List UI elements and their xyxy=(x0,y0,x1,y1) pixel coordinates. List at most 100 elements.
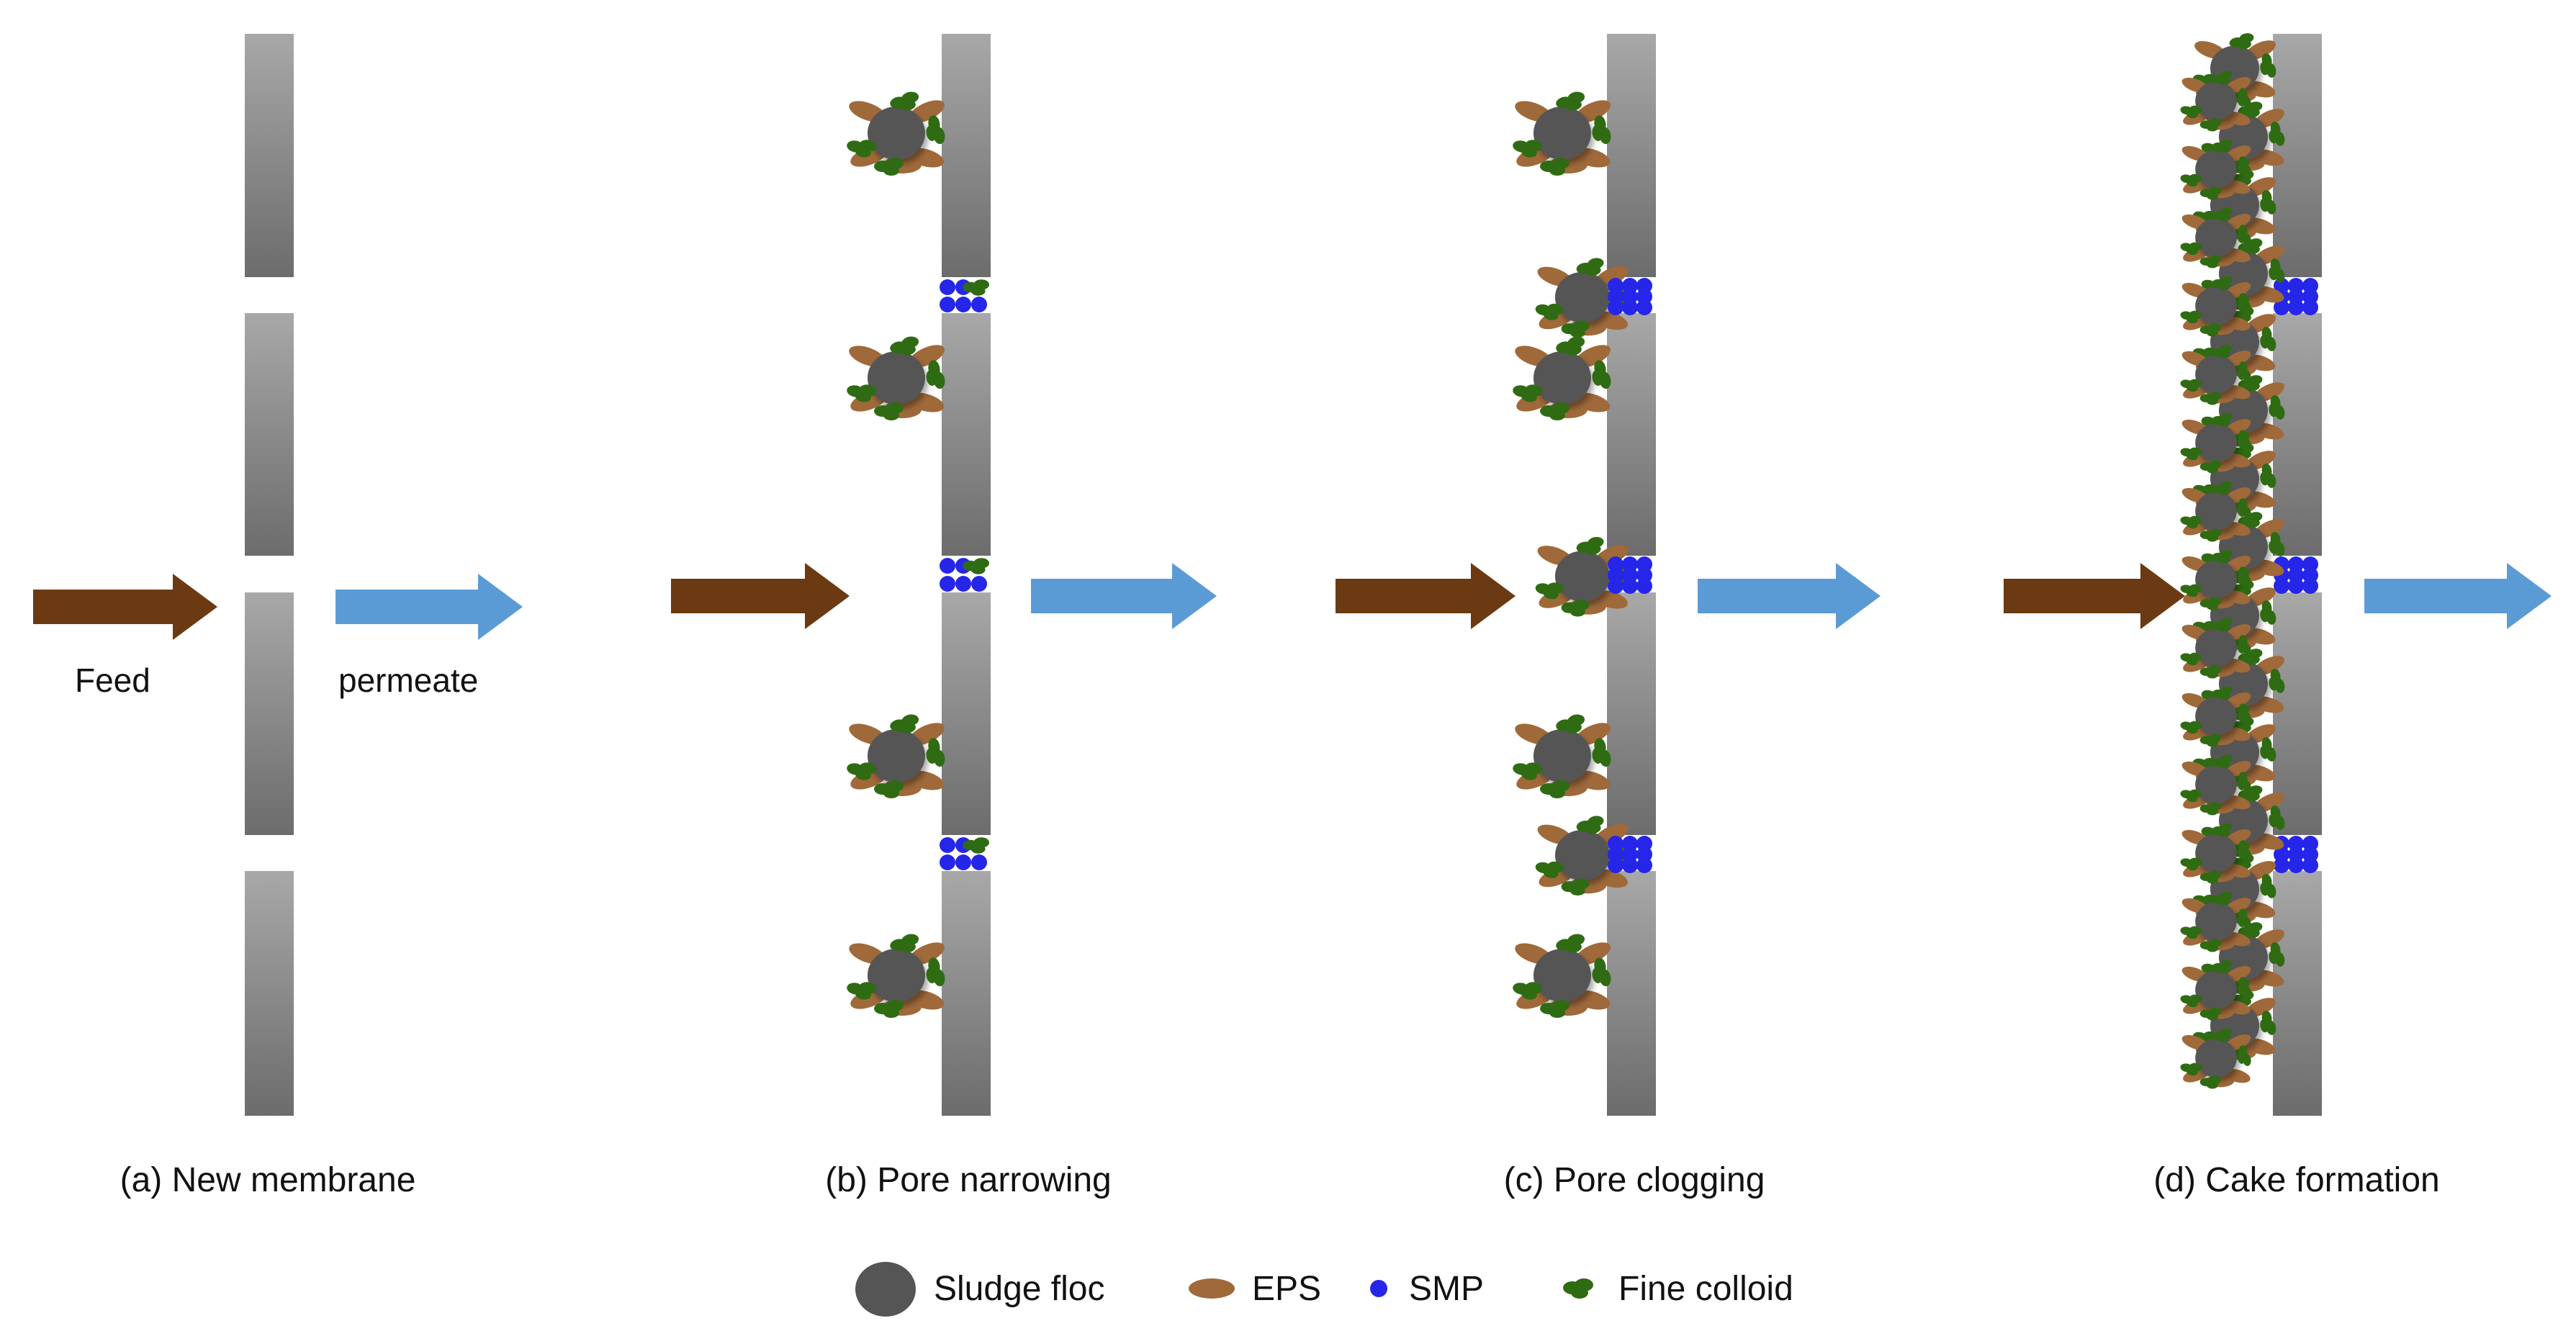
fine-colloid-lobe xyxy=(2207,808,2218,815)
membrane-segment-a xyxy=(245,313,294,556)
fine-colloid-lobe xyxy=(971,565,986,574)
fine-colloid-lobe xyxy=(2207,944,2218,952)
sludge-floc xyxy=(2195,492,2237,530)
sludge-floc xyxy=(2195,150,2237,188)
permeate-arrow xyxy=(335,574,523,640)
smp-particle xyxy=(1608,299,1623,315)
sludge-floc xyxy=(2195,81,2237,119)
fine-colloid-lobe xyxy=(971,844,986,854)
sludge-floc xyxy=(2195,834,2237,872)
sludge-floc xyxy=(2195,902,2237,940)
feed-arrow xyxy=(671,563,850,629)
membrane-segment-c xyxy=(1607,592,1656,835)
fine-colloid-lobe xyxy=(2207,124,2218,131)
permeate-arrow xyxy=(2364,563,2552,629)
smp-particle xyxy=(1608,578,1623,594)
smp-particle xyxy=(940,854,955,870)
sludge-floc xyxy=(1555,551,1610,601)
smp-particle xyxy=(1636,299,1652,315)
legend-item-smp: SMP xyxy=(1364,1253,1484,1325)
sludge-floc xyxy=(2195,1039,2237,1077)
feed-label: Feed xyxy=(75,661,150,700)
fine-colloid-icon xyxy=(1555,1271,1606,1307)
sludge-floc xyxy=(1534,351,1591,405)
smp-particle xyxy=(940,576,955,592)
sludge-floc xyxy=(1555,272,1610,322)
smp-particle xyxy=(940,558,955,574)
fine-colloid-lobe xyxy=(971,286,986,296)
legend-label-eps: EPS xyxy=(1252,1269,1321,1309)
legend-label-fine-colloid: Fine colloid xyxy=(1618,1269,1793,1309)
caption-pore-narrowing: (b) Pore narrowing xyxy=(825,1160,1112,1200)
permeate-arrow xyxy=(1031,563,1217,629)
sludge-floc xyxy=(868,107,925,160)
caption-pore-clogging: (c) Pore clogging xyxy=(1504,1160,1765,1200)
fine-colloid-lobe xyxy=(883,410,899,420)
fine-colloid-lobe xyxy=(2207,192,2218,199)
sludge-floc xyxy=(1534,729,1591,782)
fine-colloid-lobe xyxy=(2207,739,2218,746)
smp-particle xyxy=(940,297,955,312)
smp-particle xyxy=(955,576,971,592)
fine-colloid-lobe xyxy=(883,788,899,798)
sludge-floc xyxy=(2195,697,2237,735)
membrane-segment-b xyxy=(942,34,991,277)
smp-particle xyxy=(1636,578,1652,594)
sludge-floc xyxy=(2195,970,2237,1009)
legend: Sludge floc EPS SMP Fine colloid xyxy=(0,1253,2576,1325)
fine-colloid-lobe xyxy=(883,1008,899,1018)
eps-icon xyxy=(1184,1274,1239,1303)
membrane-segment-d xyxy=(2273,871,2322,1116)
smp-particle xyxy=(955,297,971,312)
smp-particle xyxy=(1608,857,1623,873)
fine-colloid-lobe xyxy=(1570,886,1585,895)
feed-arrow xyxy=(1336,563,1516,629)
smp-particle xyxy=(971,297,987,312)
smp-particle xyxy=(2302,857,2318,873)
membrane-segment-b xyxy=(942,871,991,1116)
sludge-floc xyxy=(868,949,925,1002)
fine-colloid-lobe xyxy=(883,166,899,176)
sludge-floc xyxy=(2195,218,2237,256)
smp-particle xyxy=(955,854,971,870)
sludge-floc-icon xyxy=(853,1256,918,1321)
fine-colloid-lobe xyxy=(1549,1008,1565,1018)
membrane-segment-a xyxy=(245,592,294,835)
sludge-floc xyxy=(2195,560,2237,598)
smp-particle xyxy=(2302,578,2318,594)
membrane-segment-c xyxy=(1607,871,1656,1116)
legend-item-fine-colloid: Fine colloid xyxy=(1555,1253,1793,1325)
smp-icon xyxy=(1364,1274,1393,1303)
fine-colloid-lobe xyxy=(2207,397,2218,405)
legend-item-sludge-floc: Sludge floc xyxy=(853,1253,1105,1325)
membrane-segment-c xyxy=(1607,34,1656,277)
sludge-floc xyxy=(2195,286,2237,325)
sludge-floc xyxy=(1534,949,1591,1002)
smp-particle xyxy=(940,837,955,853)
legend-label-smp: SMP xyxy=(1409,1269,1484,1309)
smp-particle xyxy=(1622,578,1638,594)
caption-cake-formation: (d) Cake formation xyxy=(2153,1160,2439,1200)
fine-colloid-lobe xyxy=(2207,329,2218,336)
sludge-floc xyxy=(868,351,925,405)
smp-particle xyxy=(940,279,955,295)
legend-item-eps: EPS xyxy=(1184,1253,1321,1325)
membrane-segment-a xyxy=(245,871,294,1116)
fine-colloid-lobe xyxy=(1549,410,1565,420)
fine-colloid-lobe xyxy=(1549,788,1565,798)
sludge-floc xyxy=(1534,107,1591,160)
permeate-label: permeate xyxy=(338,661,478,700)
fine-colloid-lobe xyxy=(2207,534,2218,541)
smp-particle xyxy=(2288,857,2304,873)
fine-colloid-lobe xyxy=(2207,466,2218,473)
membrane-segment-a xyxy=(245,34,294,277)
smp-particle xyxy=(1622,299,1638,315)
permeate-arrow xyxy=(1698,563,1881,629)
smp-particle xyxy=(1622,857,1638,873)
fine-colloid-lobe xyxy=(1549,166,1565,176)
smp-particle xyxy=(2274,578,2289,594)
fine-colloid-lobe xyxy=(2207,603,2218,610)
fine-colloid-lobe xyxy=(2207,1081,2218,1088)
fine-colloid-lobe xyxy=(2207,876,2218,883)
feed-arrow xyxy=(33,574,217,640)
